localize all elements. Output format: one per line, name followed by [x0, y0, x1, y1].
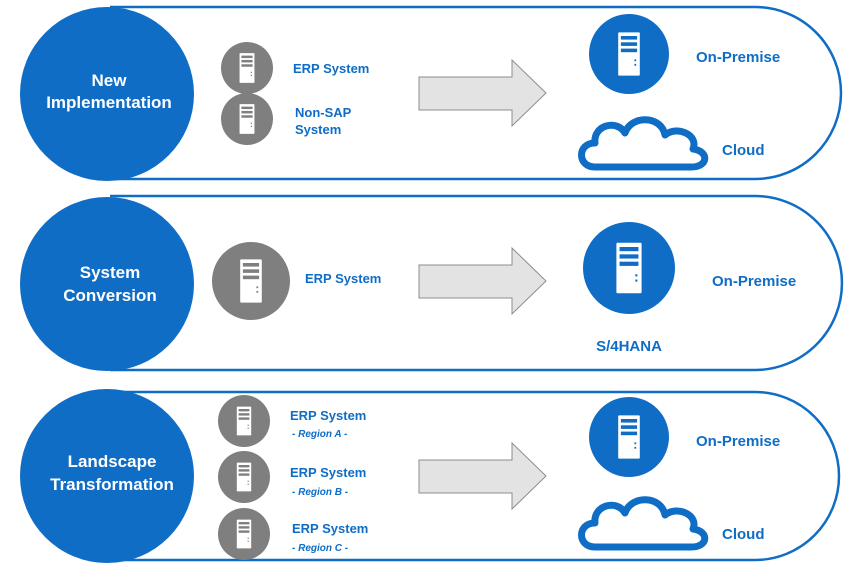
- source-label: ERP System: [290, 408, 366, 423]
- server-icon: [221, 93, 273, 145]
- target-cloud-label: Cloud: [722, 142, 765, 159]
- target-server-label: On-Premise: [712, 273, 796, 290]
- source-label: ERP System: [290, 465, 366, 480]
- server-icon: [212, 242, 290, 320]
- server-icon: [218, 395, 270, 447]
- source-label: ERP System: [292, 521, 368, 536]
- target-server-label: On-Premise: [696, 49, 780, 66]
- row-title-line2: Conversion: [63, 286, 157, 305]
- server-icon: [589, 397, 669, 477]
- row-title-line1: New: [92, 71, 128, 90]
- source-label-line2: System: [295, 122, 341, 137]
- server-icon: [583, 222, 675, 314]
- migration-arrow-icon: [418, 58, 547, 128]
- cloud-icon: [582, 500, 705, 547]
- row-title-line1: System: [80, 263, 140, 282]
- source-sublabel: - Region A -: [292, 429, 348, 440]
- row-container: [110, 194, 844, 372]
- row-landscape-transformation: Landscape Transformation ERP System - Re…: [20, 389, 841, 563]
- row-title-line2: Implementation: [46, 93, 172, 112]
- row-title-line2: Transformation: [50, 475, 174, 494]
- server-icon: [218, 508, 270, 560]
- row-new-implementation: New Implementation ERP System Non-SAP Sy…: [20, 5, 843, 181]
- migration-arrow-icon: [418, 441, 547, 511]
- source-label: ERP System: [305, 271, 381, 286]
- row-container: [110, 390, 841, 562]
- cloud-icon: [582, 120, 705, 167]
- target-server-caption: S/4HANA: [596, 338, 662, 355]
- source-sublabel: - Region B -: [292, 487, 349, 498]
- row-title-circle: [20, 389, 194, 563]
- server-icon: [589, 14, 669, 94]
- server-icon: [218, 451, 270, 503]
- target-server-label: On-Premise: [696, 433, 780, 450]
- row-container: [110, 5, 843, 181]
- row-system-conversion: System Conversion ERP System On-Premise …: [20, 194, 844, 372]
- target-cloud-label: Cloud: [722, 526, 765, 543]
- source-label-line1: Non-SAP: [295, 105, 352, 120]
- server-icon: [221, 42, 273, 94]
- row-title-circle: [20, 197, 194, 371]
- source-sublabel: - Region C -: [292, 543, 349, 554]
- row-title-line1: Landscape: [68, 452, 157, 471]
- source-label: ERP System: [293, 61, 369, 76]
- migration-arrow-icon: [418, 246, 547, 316]
- row-title-circle: [20, 7, 194, 181]
